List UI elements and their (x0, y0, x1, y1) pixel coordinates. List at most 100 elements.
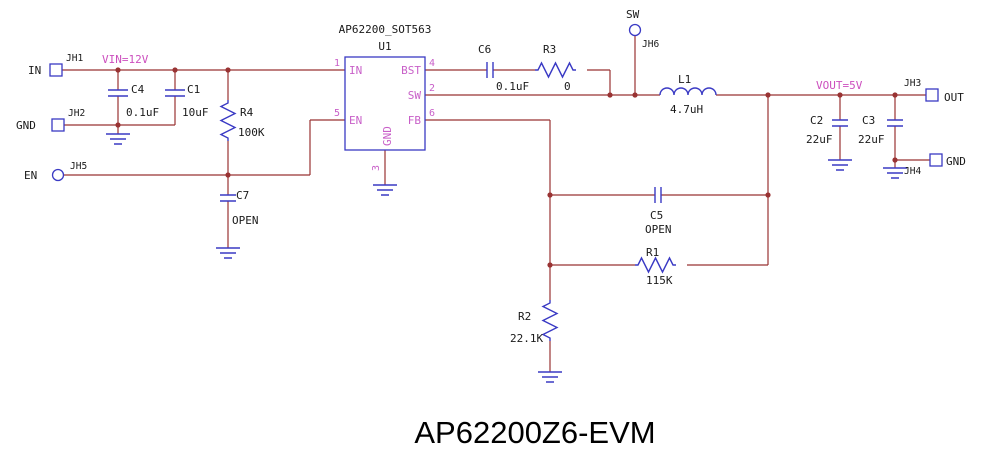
value: 4.7uH (670, 103, 703, 116)
resistor-symbol (535, 61, 576, 79)
ic-pin-num-6: 6 (429, 108, 435, 119)
schematic-title: AP62200Z6-EVM (414, 415, 655, 450)
junction-dot (765, 92, 771, 98)
capacitor-symbol (832, 119, 848, 127)
connector-refdes: JH3 (904, 78, 921, 89)
ic-pin-num-3: 3 (371, 165, 382, 171)
refdes: C2 (810, 114, 823, 127)
resistor-r2: R2 22.1K (510, 300, 559, 345)
test-point-symbol (51, 168, 65, 182)
ic-pin-label-in: IN (349, 64, 362, 77)
value: 0.1uF (496, 80, 529, 93)
net-vout-wire (661, 94, 926, 266)
ic-pin-num-5: 5 (334, 108, 340, 119)
value: 0.1uF (126, 106, 159, 119)
capacitor-c5: C5 OPEN (645, 187, 672, 236)
value: 0 (564, 80, 571, 93)
header-pin-symbol (51, 118, 65, 132)
connector-refdes: JH5 (70, 161, 87, 172)
ic-pin-label-fb: FB (408, 114, 422, 127)
net-gnd-right-wire (839, 126, 930, 168)
ic-body (344, 56, 426, 151)
connector-jh6: SW JH6 (626, 8, 659, 50)
inductor-symbol (659, 87, 717, 96)
value: 22.1K (510, 332, 543, 345)
header-pin-symbol (49, 63, 63, 77)
net-vin-wire (62, 69, 345, 100)
value: 115K (646, 274, 673, 287)
junction-dot (892, 92, 898, 98)
ic-pin-label-gnd: GND (381, 126, 394, 146)
refdes: C5 (650, 209, 663, 222)
junction-dot (172, 67, 178, 73)
refdes: R3 (543, 43, 556, 56)
connector-jh3: JH3 OUT (904, 78, 964, 104)
capacitor-c1: C1 10uF (165, 83, 209, 119)
connector-refdes: JH4 (904, 166, 921, 177)
ic-pin-num-1: 1 (334, 58, 340, 69)
resistor-r3: R3 0 (535, 43, 576, 93)
connector-jh2: GND JH2 (16, 108, 85, 132)
port-label-en: EN (24, 169, 37, 182)
port-label-sw: SW (626, 8, 640, 21)
inductor-l1: L1 4.7uH (659, 73, 717, 116)
ground-symbol-input (106, 133, 130, 145)
capacitor-symbol (108, 89, 128, 97)
junction-dots (115, 67, 898, 268)
connector-jh1: IN JH1 (28, 53, 83, 77)
junction-dot (225, 67, 231, 73)
ic-pin-label-en: EN (349, 114, 362, 127)
resistor-symbol (541, 300, 559, 341)
capacitor-symbol (220, 194, 236, 202)
refdes: C7 (236, 189, 249, 202)
resistor-symbol (635, 256, 676, 274)
ground-symbol-c7 (216, 247, 240, 259)
value: OPEN (645, 223, 672, 236)
port-label-out: OUT (944, 91, 964, 104)
refdes: L1 (678, 73, 691, 86)
refdes: C6 (478, 43, 491, 56)
capacitor-c6: C6 0.1uF (478, 43, 529, 93)
capacitor-c4: C4 0.1uF (108, 83, 159, 119)
refdes: C1 (187, 83, 200, 96)
capacitor-symbol (654, 187, 662, 203)
junction-dot (765, 192, 771, 198)
capacitor-symbol (165, 89, 185, 97)
refdes: R2 (518, 310, 531, 323)
resistor-symbol (219, 100, 237, 141)
value: 22uF (806, 133, 833, 146)
ground-symbol-c2 (828, 159, 852, 171)
junction-dot (837, 92, 843, 98)
ground-symbol-r2 (538, 371, 562, 383)
value: OPEN (232, 214, 259, 227)
capacitor-c7: C7 OPEN (220, 189, 259, 227)
port-label-gnd: GND (16, 119, 36, 132)
junction-dot (632, 92, 638, 98)
junction-dot (892, 157, 898, 163)
net-label-vout: VOUT=5V (816, 79, 863, 92)
ic-pin-num-4: 4 (429, 58, 435, 69)
refdes: R1 (646, 246, 659, 259)
connector-jh4: JH4 GND (904, 153, 966, 177)
ic-part-label: AP62200_SOT563 (339, 23, 432, 36)
junction-dot (547, 262, 553, 268)
junction-dot (115, 122, 121, 128)
capacitor-symbol (887, 119, 903, 127)
test-point-symbol (628, 23, 642, 37)
ic-pin-label-bst: BST (401, 64, 421, 77)
header-pin-symbol (929, 153, 943, 167)
connector-refdes: JH1 (66, 53, 83, 64)
port-label-gnd2: GND (946, 155, 966, 168)
capacitor-symbol (486, 62, 494, 78)
value: 10uF (182, 106, 209, 119)
junction-dot (547, 192, 553, 198)
refdes: C3 (862, 114, 875, 127)
net-sw-wire (425, 35, 660, 96)
ground-symbols (106, 133, 907, 383)
ic-pin-label-sw: SW (408, 89, 422, 102)
junction-dot (115, 67, 121, 73)
value: 22uF (858, 133, 885, 146)
header-pin-symbol (925, 88, 939, 102)
port-label-in: IN (28, 64, 41, 77)
